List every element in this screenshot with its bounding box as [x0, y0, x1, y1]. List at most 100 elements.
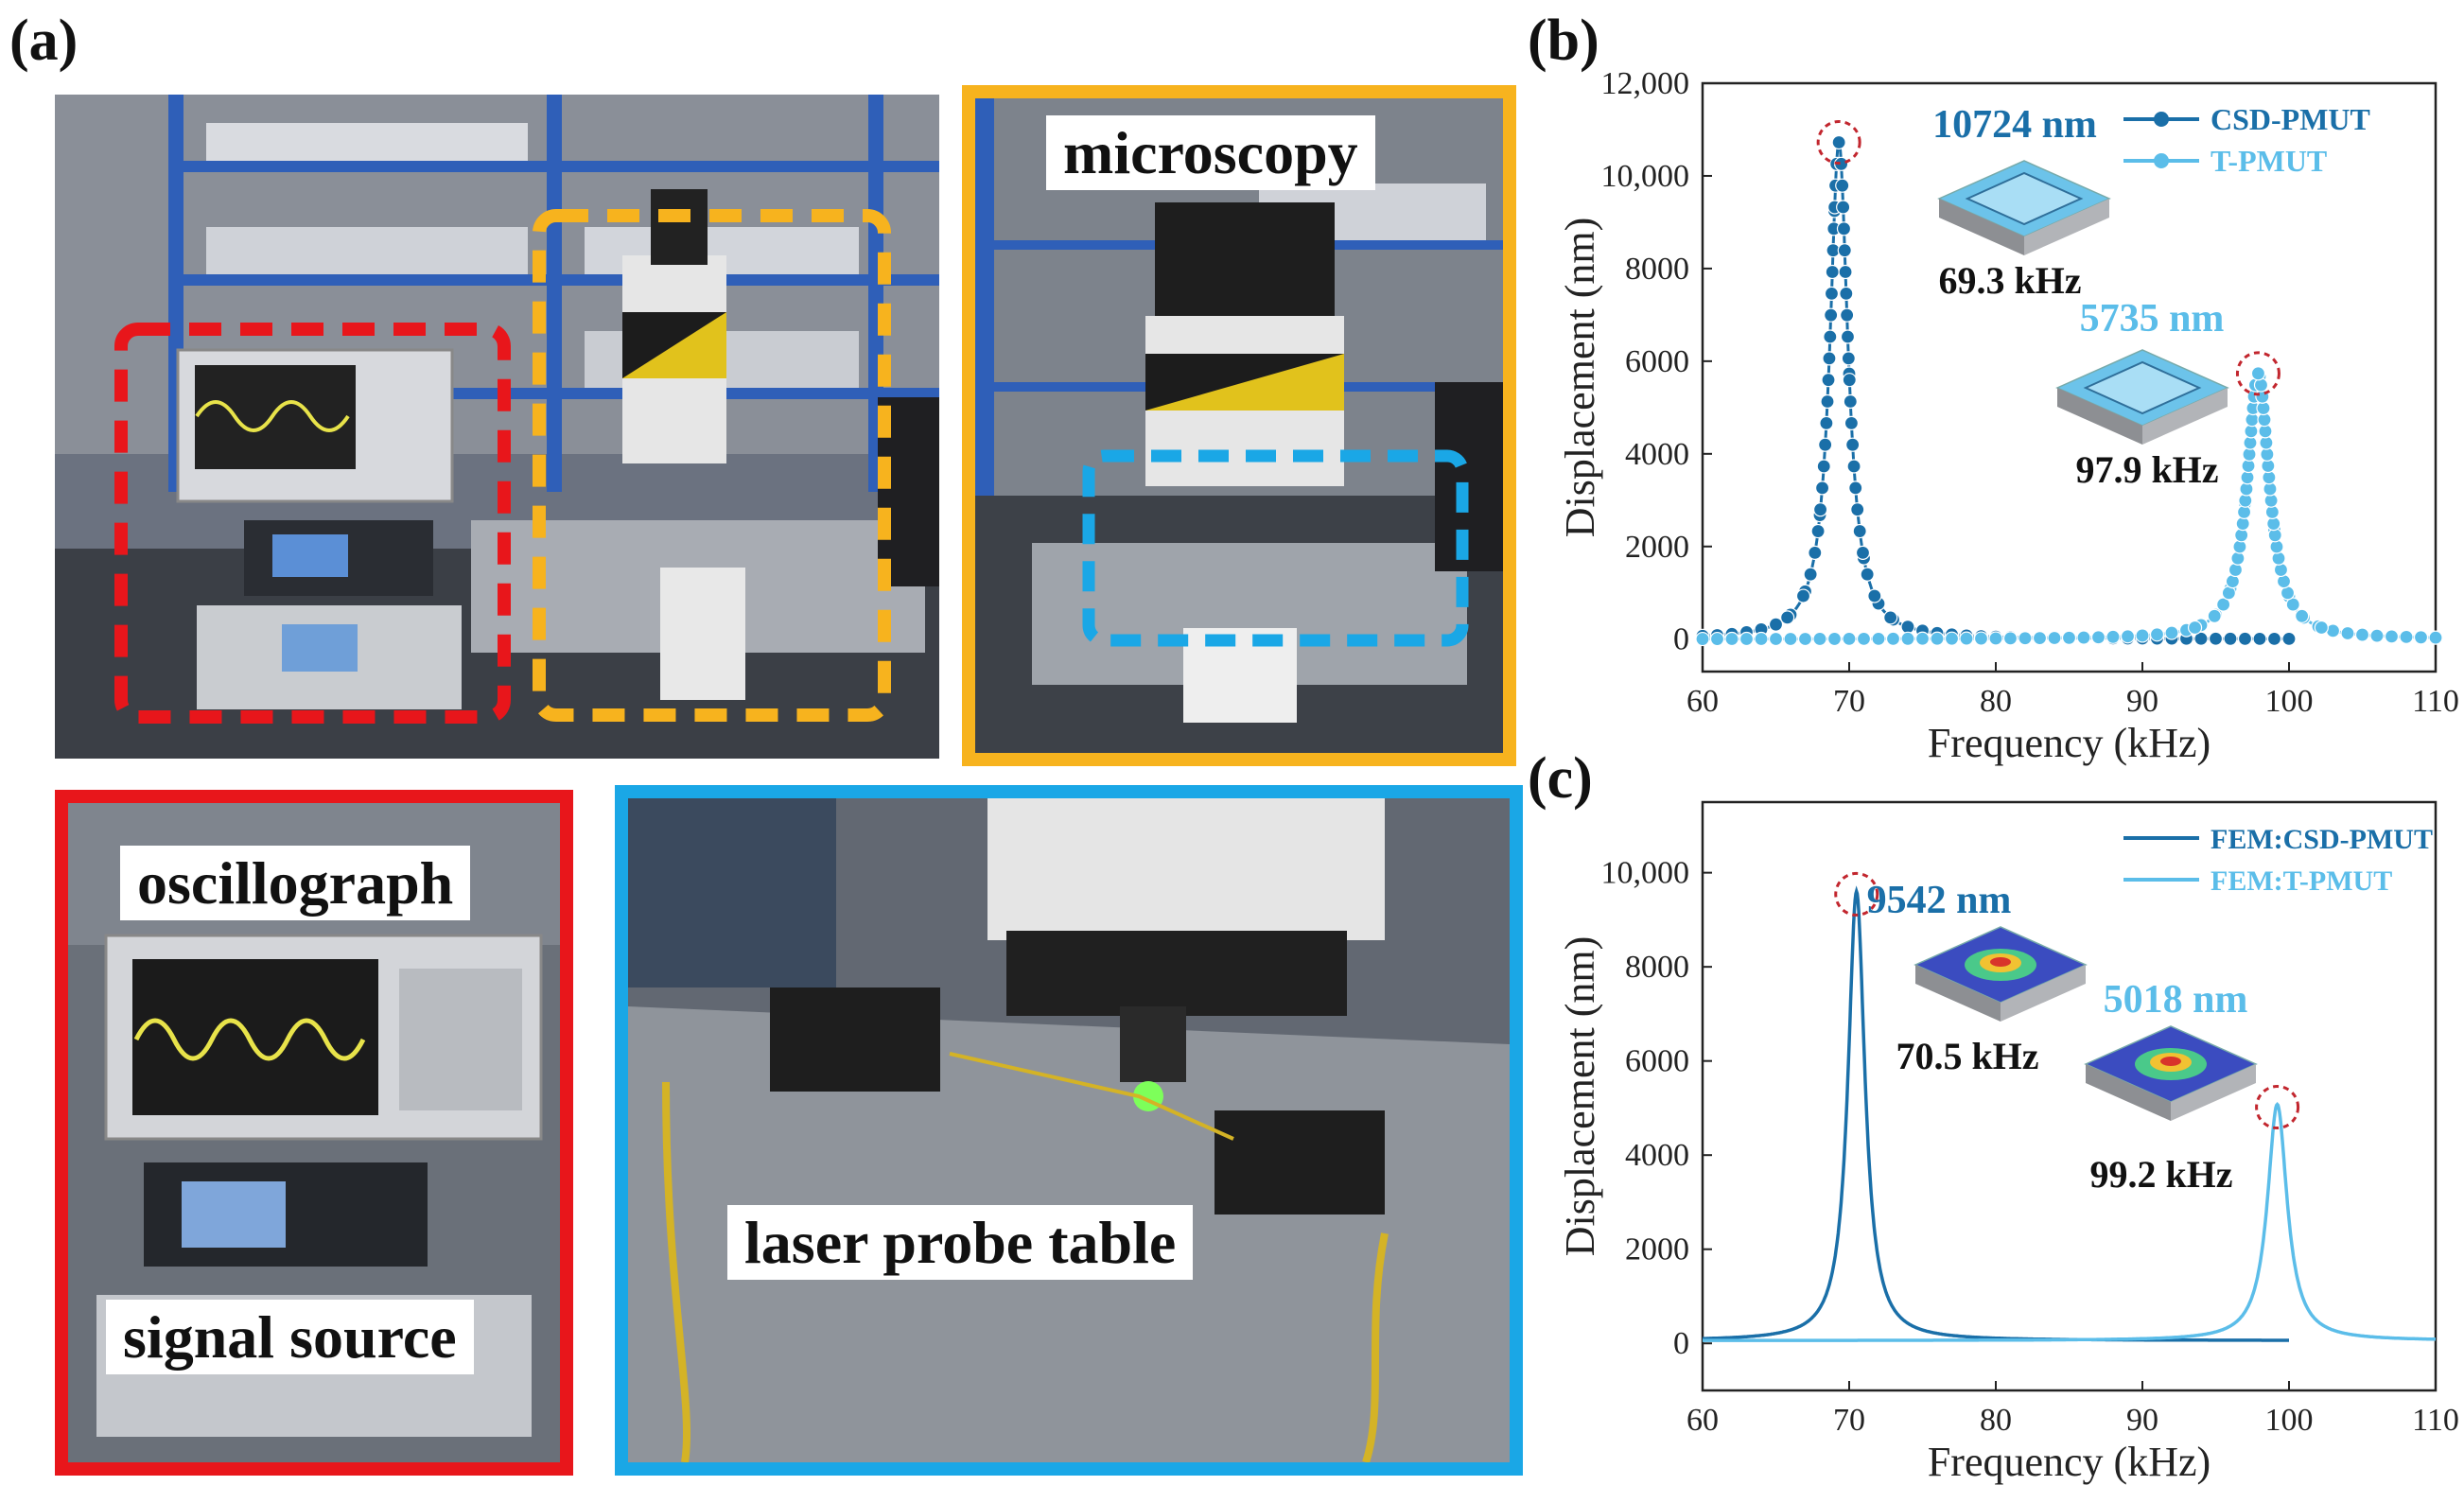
data-point [1844, 415, 1860, 430]
data-point [1808, 545, 1823, 560]
data-point [2369, 628, 2385, 643]
data-point [2250, 366, 2266, 381]
series-line [1702, 885, 2289, 1342]
data-point [2106, 629, 2121, 644]
data-point [1803, 567, 1818, 582]
legend-swatch-marker [2154, 153, 2169, 168]
legend-label: CSD-PMUT [2211, 102, 2370, 136]
data-point [1824, 307, 1839, 323]
y-tick-label: 10,000 [1601, 159, 1690, 194]
data-point [1842, 631, 1857, 647]
data-point [1842, 373, 1857, 388]
panel-label-a: (a) [9, 9, 79, 73]
data-point [1883, 610, 1898, 625]
series-line [1703, 1101, 2436, 1342]
data-point [1850, 502, 1865, 517]
data-point [2187, 620, 2203, 636]
annotation-frequency-label: 97.9 kHz [2075, 448, 2218, 491]
annotation-peak-label: 5735 nm [2080, 297, 2225, 341]
data-point [1914, 631, 1931, 646]
data-point [2120, 629, 2136, 644]
data-point [2047, 630, 2062, 646]
data-point [1860, 567, 1875, 582]
data-point [1825, 264, 1840, 280]
x-tick-label: 60 [1686, 684, 1719, 719]
series-t-pmut [1695, 366, 2443, 647]
y-tick-label: 6000 [1625, 344, 1689, 379]
panel-label-b: (b) [1528, 9, 1599, 73]
data-point [2208, 631, 2224, 646]
data-point [1852, 523, 1867, 539]
photo-lab-setup [55, 95, 939, 759]
peak-highlight-circle [1816, 119, 1861, 165]
data-point [2164, 625, 2179, 640]
annotation-peak-label: 5018 nm [2104, 978, 2248, 1022]
x-tick-label: 80 [1980, 684, 2012, 719]
data-point [2252, 631, 2267, 646]
data-point [1824, 286, 1840, 301]
data-point [2135, 628, 2150, 643]
label-laser-probe-table: laser probe table [727, 1205, 1194, 1281]
data-point [1944, 631, 1960, 646]
data-point [1709, 631, 1725, 647]
lab-setup-illustration [55, 95, 939, 759]
data-point [1812, 631, 1827, 647]
data-point [2428, 630, 2443, 645]
annotation-peak-label: 10724 nm [1932, 103, 2097, 147]
data-point [2281, 631, 2297, 647]
data-point [2076, 630, 2091, 645]
y-tick-label: 8000 [1625, 252, 1689, 287]
legend-label: FEM:T-PMUT [2211, 865, 2392, 897]
icon-left-face [1939, 199, 2024, 255]
data-point [1780, 610, 1795, 625]
data-point [1739, 631, 1755, 647]
photo-oscillograph: oscillograph signal source [55, 790, 573, 1476]
data-point [2228, 562, 2244, 578]
fem-mode-shape-icon [1914, 926, 2088, 1022]
peak-highlight-circle [2235, 351, 2281, 396]
label-oscillograph: oscillograph [120, 846, 471, 921]
data-point [2285, 597, 2300, 612]
data-point [1820, 393, 1835, 410]
data-point [2273, 562, 2289, 578]
data-point [2384, 629, 2400, 644]
y-tick-label: 4000 [1625, 1138, 1689, 1173]
icon-membrane [1965, 171, 2084, 226]
data-point [2399, 629, 2414, 645]
data-point [1885, 631, 1901, 646]
peak-highlight-circle [1834, 871, 1879, 917]
data-point [1838, 264, 1853, 280]
y-tick-label: 0 [1673, 622, 1689, 657]
label-microscopy: microscopy [1046, 115, 1375, 191]
x-tick-label: 110 [2412, 684, 2459, 719]
data-point [1695, 631, 1710, 647]
data-point [1797, 631, 1813, 647]
data-point [1768, 631, 1784, 647]
data-point [2223, 631, 2238, 646]
data-point [1822, 351, 1837, 366]
laser-probe-table-illustration [628, 798, 1510, 1462]
x-tick-label: 100 [2265, 684, 2314, 719]
icon-right-face [2142, 388, 2228, 445]
data-point [1836, 200, 1851, 215]
data-point [1818, 437, 1833, 452]
data-point [2032, 631, 2048, 646]
data-point [1795, 588, 1811, 603]
y-tick-label: 8000 [1625, 950, 1689, 985]
photo-laser-probe-table: laser probe table [615, 785, 1523, 1476]
annotation-frequency-label: 69.3 kHz [1938, 259, 2081, 302]
x-tick-label: 70 [1833, 684, 1865, 719]
legend-label: FEM:CSD-PMUT [2211, 824, 2433, 855]
data-point [1819, 415, 1834, 430]
data-point [1900, 631, 1915, 646]
data-point [2061, 630, 2077, 645]
x-tick-label: 60 [1686, 1403, 1719, 1438]
data-point [1821, 373, 1836, 388]
data-point [1768, 617, 1784, 632]
data-point [2266, 631, 2282, 646]
icon-membrane [2083, 360, 2202, 415]
data-point [1856, 631, 1872, 646]
